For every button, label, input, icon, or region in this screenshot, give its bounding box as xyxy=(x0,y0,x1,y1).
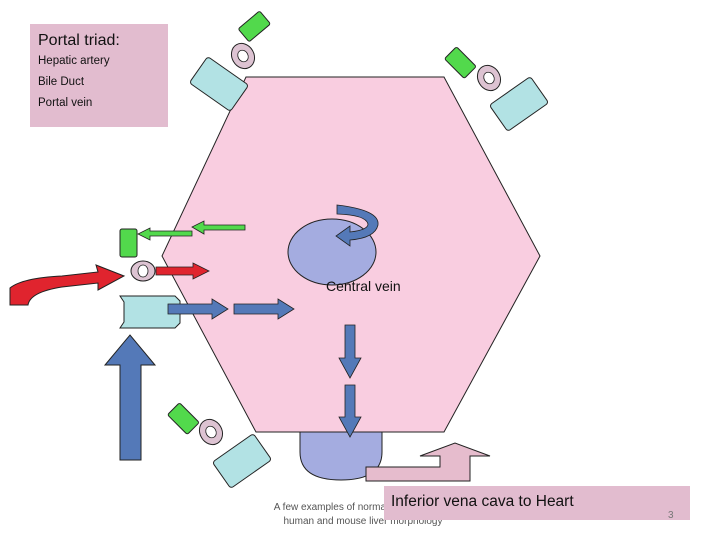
portal-vein-top-left xyxy=(190,57,248,111)
down-arrow-1 xyxy=(338,324,362,379)
hepatic-artery-bottom-left-lumen xyxy=(205,425,217,439)
portal-triad-bottom-left xyxy=(167,403,271,488)
portal-vein-left xyxy=(119,295,181,329)
legend-item-hepatic-artery: Hepatic artery xyxy=(38,55,110,67)
ivc-label: Inferior vena cava to Heart xyxy=(391,493,574,510)
down-arrow-2 xyxy=(338,384,362,438)
pink-arrow-to-heart xyxy=(365,442,491,482)
portal-triad-top-right xyxy=(444,47,548,131)
green-arrow-1 xyxy=(137,227,193,241)
red-arrow-artery xyxy=(155,262,210,280)
portal-triad-legend: Portal triad: Hepatic artery Bile Duct P… xyxy=(30,24,168,127)
bile-duct-top-left xyxy=(238,11,271,42)
portal-vein-top-right xyxy=(490,77,548,131)
footer-line-2: human and mouse liver morphology xyxy=(283,516,443,527)
page-number: 3 xyxy=(668,510,674,521)
blue-arrow-portal-2 xyxy=(233,298,295,320)
footer-text: A few examples of normal and abnormal hu… xyxy=(258,501,468,529)
blue-arrow-portal-1 xyxy=(167,298,229,320)
bile-duct-bottom-left xyxy=(167,403,199,435)
hepatic-artery-left-lumen xyxy=(137,264,149,278)
legend-title: Portal triad: xyxy=(38,32,120,49)
portal-vein-bottom-left xyxy=(213,434,271,488)
bile-duct-left xyxy=(119,228,138,258)
portal-triad-top-left xyxy=(190,11,271,111)
portal-triad-left xyxy=(119,228,181,329)
ivc-label-box: Inferior vena cava to Heart xyxy=(384,486,690,520)
portal-inflow-up-arrow xyxy=(103,334,157,461)
arterial-inflow-curved-arrow xyxy=(9,264,126,306)
hepatic-artery-top-left-lumen xyxy=(237,49,249,63)
central-vein-label: Central vein xyxy=(326,278,401,294)
hepatic-artery-top-right-lumen xyxy=(483,71,495,85)
green-arrow-2 xyxy=(191,220,246,235)
footer-line-1: A few examples of normal and abnormal xyxy=(273,502,453,513)
bile-duct-top-right xyxy=(444,47,476,79)
legend-item-bile-duct: Bile Duct xyxy=(38,76,85,88)
inferior-vena-cava xyxy=(299,431,383,481)
legend-item-portal-vein: Portal vein xyxy=(38,97,93,109)
swirl-arrow xyxy=(335,204,379,247)
